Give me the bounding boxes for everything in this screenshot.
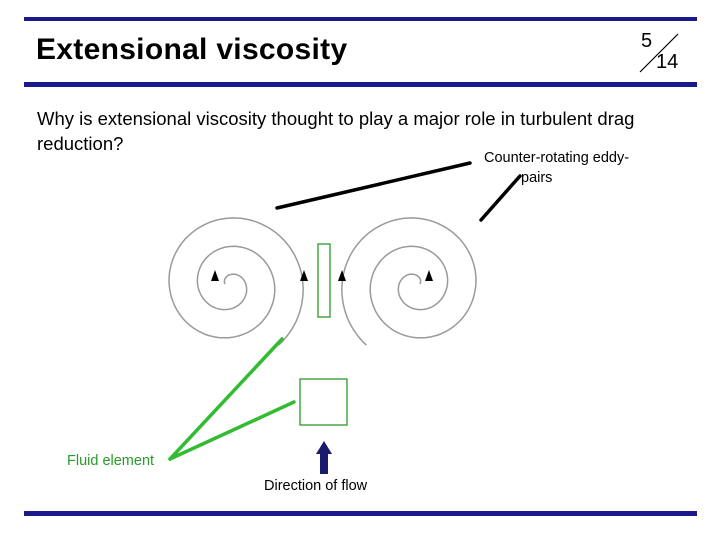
left-eddy-arrow bbox=[211, 270, 219, 281]
eddy-pointer-left bbox=[275, 161, 472, 210]
eddy-label-line1: Counter-rotating eddy- bbox=[484, 150, 630, 166]
title-rule bbox=[24, 82, 697, 87]
page-total: 14 bbox=[656, 51, 679, 73]
right-eddy-spiral bbox=[341, 217, 477, 346]
fluid-pointer-lower bbox=[168, 400, 296, 461]
flow-arrow-head bbox=[316, 441, 332, 454]
flow-arrow-shaft bbox=[320, 452, 328, 474]
top-rule bbox=[24, 17, 697, 21]
center-right-arrow bbox=[338, 270, 346, 281]
right-eddy-arrow bbox=[425, 270, 433, 281]
page-slash bbox=[639, 33, 679, 73]
stretched-fluid-element bbox=[317, 243, 331, 318]
center-left-arrow bbox=[300, 270, 308, 281]
square-fluid-element bbox=[299, 378, 348, 426]
fluid-element-label: Fluid element bbox=[67, 453, 155, 469]
page-number: 5 14 bbox=[634, 30, 694, 78]
question-text: Why is extensional viscosity thought to … bbox=[37, 108, 635, 154]
fluid-pointer-upper bbox=[168, 337, 284, 461]
slide-title: Extensional viscosity bbox=[36, 33, 348, 66]
bottom-rule bbox=[24, 511, 697, 516]
eddy-pointer-right bbox=[479, 174, 522, 222]
left-eddy-spiral bbox=[168, 217, 304, 346]
direction-of-flow-label: Direction of flow bbox=[264, 478, 368, 494]
eddy-pairs-label: Counter-rotating eddy- pairs bbox=[484, 148, 664, 188]
page-current: 5 bbox=[641, 30, 653, 52]
eddy-label-line2: pairs bbox=[521, 170, 553, 186]
